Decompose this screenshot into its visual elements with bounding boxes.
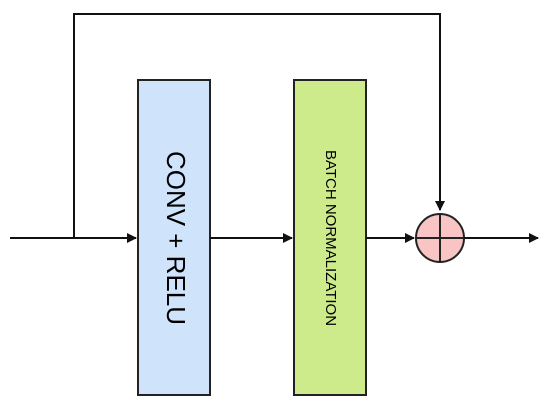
adder-node [415, 213, 465, 263]
conv-relu-block: CONV + RELU [137, 79, 211, 396]
conv-relu-label: CONV + RELU [161, 151, 191, 325]
batch-normalization-label: BATCH NORMALIZATION [322, 150, 339, 326]
batch-normalization-box [293, 79, 367, 396]
skip-connection-line [73, 13, 445, 238]
batch-normalization-block: BATCH NORMALIZATION [293, 79, 367, 396]
